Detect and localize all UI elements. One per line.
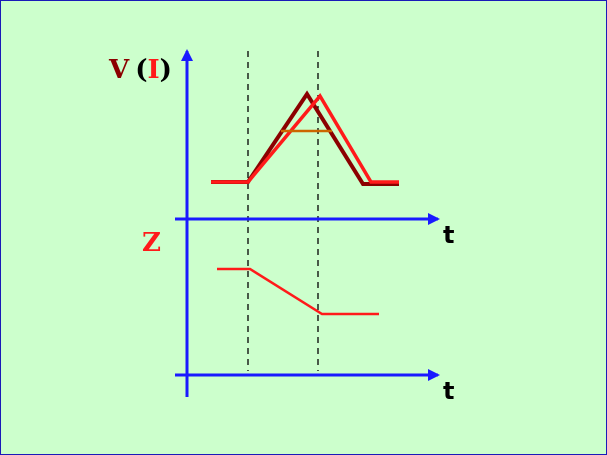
impedance-label: Z: [142, 228, 161, 258]
voltage-waveform: [211, 90, 399, 186]
axis-label-v-i: V(I): [108, 55, 172, 85]
current-waveform: [211, 92, 399, 184]
paren-close: ): [160, 55, 172, 85]
current-label: I: [148, 55, 160, 85]
impedance-curve: [217, 267, 379, 316]
time-label-top: t: [443, 221, 454, 249]
time-label-bottom: t: [443, 377, 454, 405]
paren-open: (: [135, 55, 147, 85]
voltage-label: V: [108, 55, 130, 85]
